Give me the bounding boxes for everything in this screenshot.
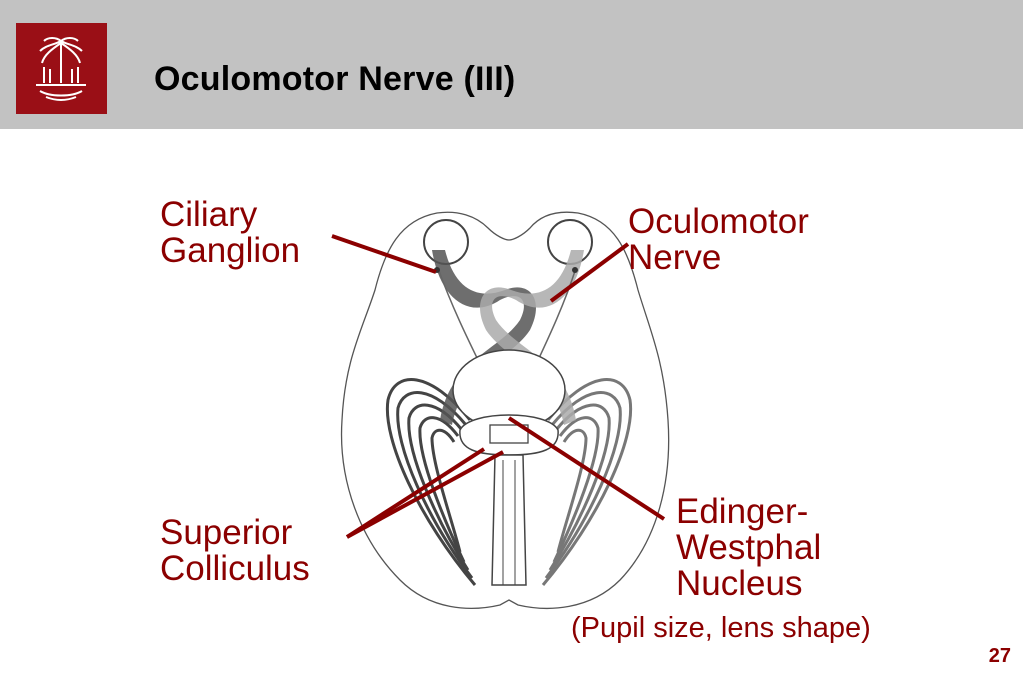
ciliary-pointer-line [331,234,437,274]
oculomotor-nerve-label: Oculomotor Nerve [628,202,809,277]
slide-number: 27 [988,645,1011,667]
right-optic-radiation [541,378,633,586]
left-optic-radiation [385,378,477,586]
university-logo-icon [16,23,107,114]
superior-colliculus-label: Superior Colliculus [160,513,310,588]
ciliary-ganglion-label: Ciliary Ganglion [160,195,301,270]
superior-pointer-line-2 [346,450,504,539]
edinger-function-note: (Pupil size, lens shape) [571,612,871,644]
oculomotor-pointer-line [549,242,630,303]
edinger-westphal-nucleus-label: Edinger- Westphal Nucleus [676,492,822,603]
brainstem [491,454,527,586]
slide-title: Oculomotor Nerve (III) [154,60,516,98]
edinger-pointer-line [507,416,666,521]
slide-header: Oculomotor Nerve (III) [0,0,1023,129]
